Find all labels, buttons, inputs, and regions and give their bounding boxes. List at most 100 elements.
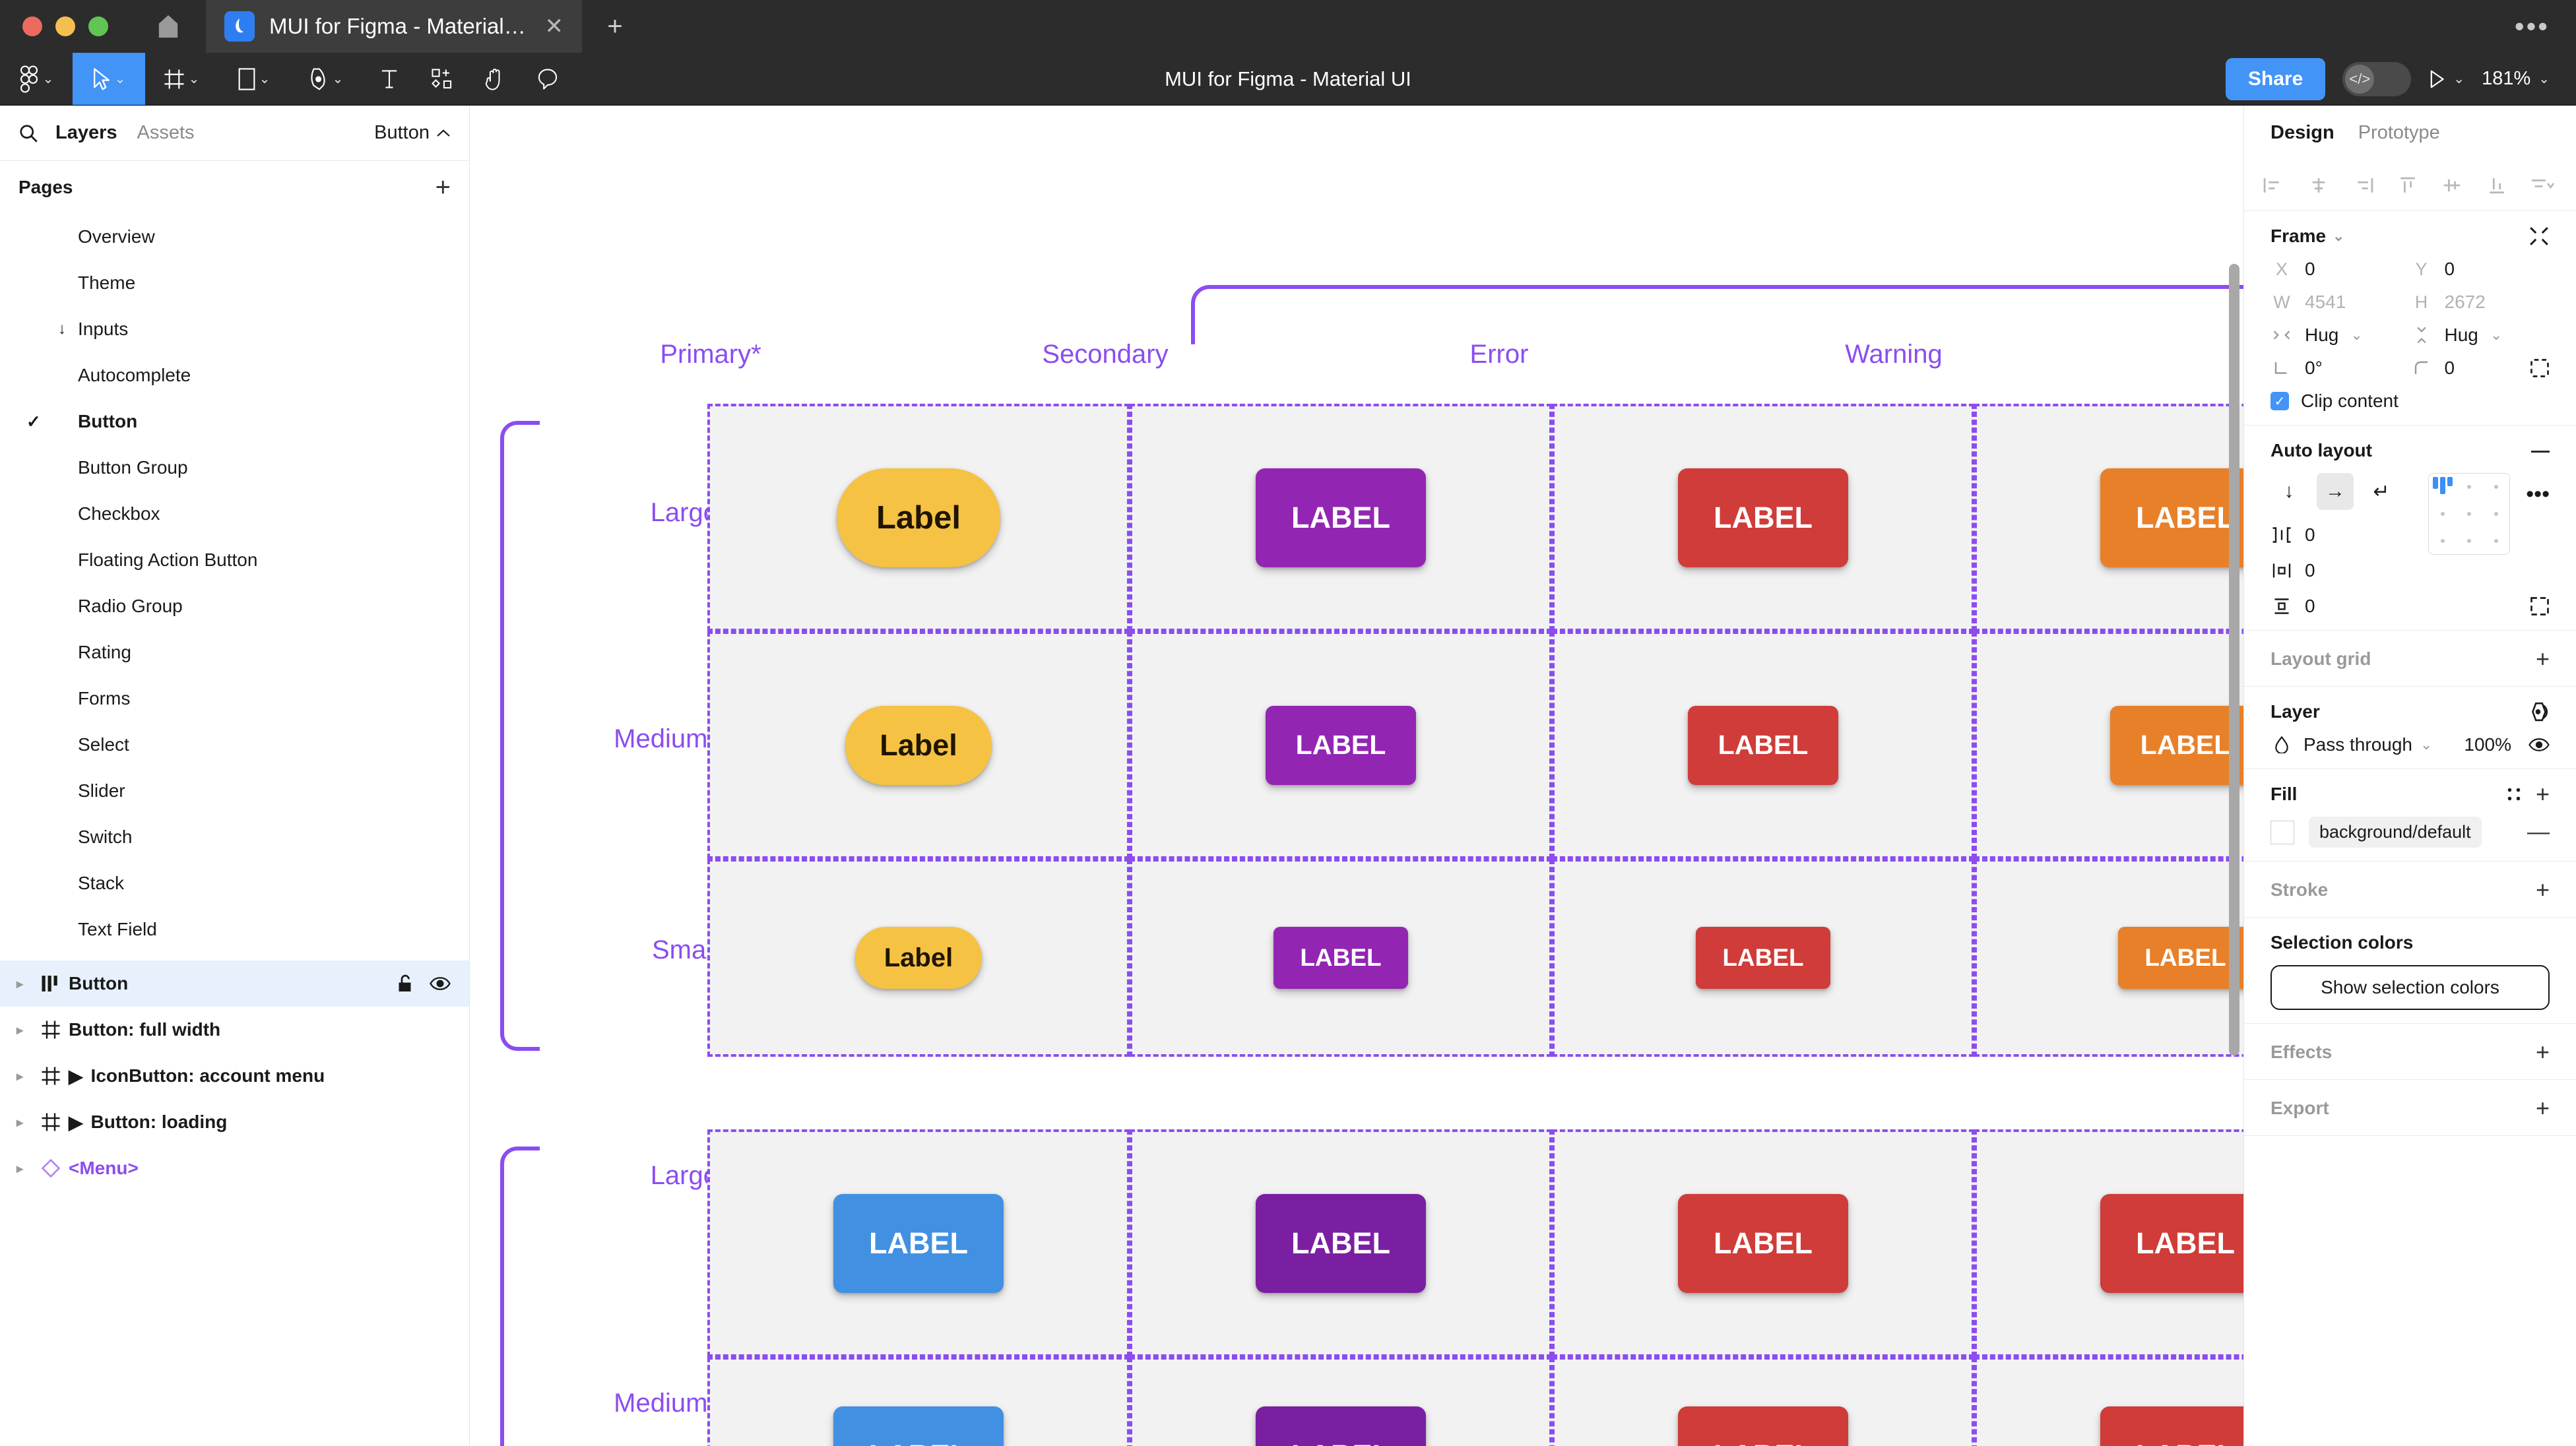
align-dot[interactable] xyxy=(2440,538,2445,543)
chevron-down-icon[interactable]: ⌄ xyxy=(2490,327,2503,343)
cell-s2-large-secondary[interactable]: LABEL xyxy=(1130,1129,1552,1357)
cell-small-primary[interactable]: Label xyxy=(707,859,1130,1057)
page-item-stack[interactable]: Stack xyxy=(0,860,469,906)
add-export-button[interactable]: + xyxy=(2535,1094,2550,1121)
fill-styles-icon[interactable] xyxy=(2505,786,2523,803)
button-s2-warning-large[interactable]: LABEL xyxy=(2100,1193,2243,1293)
button-s2-secondary-medium[interactable]: LABEL xyxy=(1256,1406,1426,1446)
button-s2-warning-medium[interactable]: LABEL xyxy=(2100,1406,2243,1446)
align-dot[interactable] xyxy=(2467,538,2472,543)
close-icon[interactable]: ✕ xyxy=(544,14,564,39)
frame-tool-icon[interactable]: ⌄ xyxy=(145,53,218,105)
vertical-resizing-field[interactable]: Hug ⌄ xyxy=(2410,325,2550,346)
tab-layers[interactable]: Layers xyxy=(55,122,117,143)
cell-large-primary[interactable]: Label xyxy=(707,404,1130,631)
direction-vertical-icon[interactable]: ↓ xyxy=(2284,480,2294,502)
maximize-window-button[interactable] xyxy=(88,16,108,36)
page-item-forms[interactable]: Forms xyxy=(0,676,469,722)
show-selection-colors-button[interactable]: Show selection colors xyxy=(2270,965,2550,1010)
cell-s2-large-primary[interactable]: LABEL xyxy=(707,1129,1130,1357)
align-top-icon[interactable] xyxy=(2397,175,2419,195)
dev-mode-toggle[interactable]: </> xyxy=(2342,61,2412,96)
button-s2-primary-medium[interactable]: LABEL xyxy=(833,1406,1004,1446)
button-secondary-medium[interactable]: LABEL xyxy=(1265,705,1417,785)
blend-mode-icon[interactable] xyxy=(2528,702,2550,722)
expand-arrow-icon[interactable]: ▸ xyxy=(16,1115,24,1130)
expand-arrow-icon[interactable]: ▸ xyxy=(16,1161,24,1176)
page-item-switch[interactable]: Switch xyxy=(0,814,469,860)
expand-arrow-icon[interactable]: ▸ xyxy=(16,1069,24,1084)
browser-tab[interactable]: MUI for Figma - Material UI ✕ xyxy=(206,0,582,53)
align-dot[interactable] xyxy=(2494,538,2498,543)
page-item-button-group[interactable]: Button Group xyxy=(0,445,469,491)
figma-canvas[interactable]: Contained Primary* Secondary Error Warni… xyxy=(470,106,2243,1446)
cell-medium-secondary[interactable]: LABEL xyxy=(1130,631,1552,859)
visibility-icon[interactable] xyxy=(2528,738,2550,752)
text-tool-icon[interactable] xyxy=(363,53,416,105)
button-error-small[interactable]: LABEL xyxy=(1696,927,1830,989)
button-error-medium[interactable]: LABEL xyxy=(1687,705,1839,785)
present-button[interactable]: ⌄ xyxy=(2428,69,2464,89)
page-item-rating[interactable]: Rating xyxy=(0,629,469,676)
cell-s2-medium-warning[interactable]: LABEL xyxy=(1974,1357,2243,1446)
page-item-radio-group[interactable]: Radio Group xyxy=(0,583,469,629)
align-dot[interactable] xyxy=(2467,511,2472,516)
new-tab-button[interactable]: + xyxy=(607,11,623,41)
horizontal-resizing-field[interactable]: Hug ⌄ xyxy=(2270,325,2410,346)
layer-row[interactable]: ▸ Button: full width xyxy=(0,1007,469,1053)
independent-corners-icon[interactable] xyxy=(2530,358,2550,378)
shape-tool-icon[interactable]: ⌄ xyxy=(218,53,290,105)
chevron-down-icon[interactable]: ⌄ xyxy=(2350,327,2363,343)
fill-color-swatch[interactable] xyxy=(2270,820,2294,844)
cell-small-secondary[interactable]: LABEL xyxy=(1130,859,1552,1057)
distribute-menu-icon[interactable] xyxy=(2530,175,2558,195)
pen-tool-icon[interactable]: ⌄ xyxy=(290,53,363,105)
page-item-overview[interactable]: Overview xyxy=(0,214,469,260)
gap-field[interactable]: 0 xyxy=(2270,524,2412,546)
canvas-vertical-scrollbar[interactable] xyxy=(2229,264,2239,1055)
align-left-icon[interactable] xyxy=(2263,175,2285,195)
resize-to-fit-icon[interactable] xyxy=(2528,226,2550,247)
direction-wrap-icon[interactable]: ↵ xyxy=(2373,480,2390,503)
chevron-down-icon[interactable]: ⌄ xyxy=(2420,736,2433,753)
unlock-icon[interactable] xyxy=(397,974,415,993)
minimize-window-button[interactable] xyxy=(55,16,75,36)
corner-radius-field[interactable]: 0 xyxy=(2410,358,2550,379)
remove-fill-button[interactable]: — xyxy=(2527,819,2550,844)
button-primary-large[interactable]: Label xyxy=(837,468,1000,567)
button-s2-error-large[interactable]: LABEL xyxy=(1678,1193,1848,1293)
page-selector[interactable]: Button xyxy=(374,122,451,144)
home-button[interactable] xyxy=(131,0,206,53)
add-layout-grid-button[interactable]: + xyxy=(2535,645,2550,672)
tab-assets[interactable]: Assets xyxy=(137,122,195,143)
cell-small-error[interactable]: LABEL xyxy=(1552,859,1974,1057)
button-primary-medium[interactable]: Label xyxy=(845,705,992,785)
chevron-down-icon[interactable]: ⌄ xyxy=(2538,72,2550,86)
page-item-autocomplete[interactable]: Autocomplete xyxy=(0,352,469,398)
align-dot[interactable] xyxy=(2440,511,2445,516)
layer-row[interactable]: ▸ <Menu> xyxy=(0,1145,469,1191)
button-s2-error-medium[interactable]: LABEL xyxy=(1678,1406,1848,1446)
chevron-down-icon[interactable]: ⌄ xyxy=(2333,228,2345,244)
individual-padding-icon[interactable] xyxy=(2530,596,2550,616)
cell-s2-large-error[interactable]: LABEL xyxy=(1552,1129,1974,1357)
page-item-button[interactable]: ✓Button xyxy=(0,398,469,445)
fill-style-name[interactable]: background/default xyxy=(2309,817,2482,848)
align-horizontal-center-icon[interactable] xyxy=(2307,175,2330,195)
more-options-icon[interactable]: ••• xyxy=(2514,10,2550,42)
button-primary-small[interactable]: Label xyxy=(854,927,982,989)
button-warning-medium[interactable]: LABEL xyxy=(2109,705,2243,785)
page-item-floating-action-button[interactable]: Floating Action Button xyxy=(0,537,469,583)
page-item-theme[interactable]: Theme xyxy=(0,260,469,306)
button-s2-secondary-large[interactable]: LABEL xyxy=(1256,1193,1426,1293)
opacity-value[interactable]: 100% xyxy=(2464,734,2511,755)
cell-medium-primary[interactable]: Label xyxy=(707,631,1130,859)
window-controls[interactable] xyxy=(0,0,131,53)
move-tool-icon[interactable]: ⌄ xyxy=(73,53,145,105)
button-secondary-small[interactable]: LABEL xyxy=(1273,927,1408,989)
remove-auto-layout-button[interactable]: — xyxy=(2531,440,2550,460)
layer-row[interactable]: ▸ Button xyxy=(0,960,469,1007)
